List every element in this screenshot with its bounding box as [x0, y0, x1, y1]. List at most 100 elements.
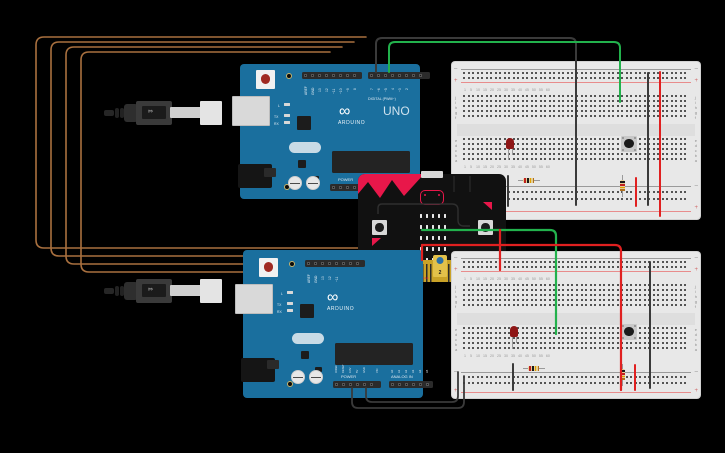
- led-leg-anode: [512, 149, 513, 155]
- resistor-lead-right: [539, 368, 545, 369]
- wire-top-green-signal[interactable]: [388, 41, 621, 103]
- status-led-RX-b: [287, 309, 293, 312]
- resistor-band-4: [620, 378, 625, 380]
- holes-upper-bottom[interactable]: [463, 284, 689, 309]
- resistor-band-3: [534, 366, 537, 371]
- usb-port-top[interactable]: [232, 96, 270, 126]
- led-label-TX: TX: [274, 115, 279, 119]
- resistor-band-3: [620, 186, 625, 189]
- usb-plug-metal: [170, 107, 202, 118]
- atmega328p-mcu: [332, 151, 410, 173]
- wire-d12-link[interactable]: [50, 41, 355, 257]
- usb-cord-bead-2: [120, 286, 124, 296]
- breadboard-bottom[interactable]: – + – + 1 5 10 15 20 25 30 35 40 45 50 5…: [452, 252, 700, 398]
- microbit-corner-mark-left: [372, 238, 381, 246]
- rail-plus-left-bottom-b: +: [454, 388, 458, 394]
- resistor-lead-left: [518, 180, 524, 181]
- rail-minus-left-bottom-b: –: [454, 369, 458, 375]
- resistor-10k-top[interactable]: [620, 175, 626, 197]
- digital-header-top-left[interactable]: [302, 72, 362, 79]
- rail-plus-right-bottom-top: +: [694, 205, 698, 211]
- analog-header-label-bottom: ANALOG IN: [391, 374, 413, 379]
- pushbutton-leg: [622, 149, 624, 151]
- digital-header-top-right[interactable]: [368, 72, 430, 79]
- reset-button-bottom[interactable]: [259, 258, 278, 277]
- resistor-band-2: [532, 366, 534, 371]
- digital-header-bottom-left[interactable]: [305, 260, 365, 267]
- column-numbers-lower-top: 1 5 10 15 20 25 30 35 40 45 50 55 60: [464, 165, 550, 169]
- led-label-L-b: L: [281, 292, 283, 296]
- resistor-band-4: [620, 189, 625, 191]
- led-label-L: L: [278, 104, 280, 108]
- usb-icon: ⇰: [148, 287, 154, 293]
- arduino-uno-bottom[interactable]: AREF GND 13 12 ~11 L TX RX ∞ ARDUINO POW…: [235, 250, 433, 398]
- wire-bottom-power-black-2[interactable]: [365, 371, 459, 403]
- resistor-band-1: [524, 178, 526, 183]
- led-leg-cathode: [508, 149, 509, 160]
- pushbutton-top[interactable]: [621, 136, 637, 152]
- power-header-label-top: POWER: [338, 177, 354, 182]
- pushbutton-leg: [634, 337, 636, 339]
- resistor-band-2: [620, 184, 625, 186]
- small-chip-b: [301, 351, 309, 359]
- rail-line-red-bottom-top: [461, 211, 691, 212]
- microbit-usb-port[interactable]: [421, 171, 443, 178]
- resistor-lead-top: [622, 175, 623, 181]
- reset-button-top[interactable]: [256, 70, 275, 89]
- regulator-b: [267, 360, 279, 369]
- usb-port-bottom[interactable]: [235, 284, 273, 314]
- arduino-infinity-logo-bottom: ∞: [327, 289, 339, 306]
- microbit-button-a[interactable]: [372, 220, 387, 235]
- resistor-10k-bottom[interactable]: [620, 364, 626, 386]
- led-label-TX-b: TX: [277, 303, 282, 307]
- wire-d10-link[interactable]: [80, 51, 331, 273]
- wire-microbit-green[interactable]: [420, 228, 558, 336]
- pushbutton-leg: [622, 137, 624, 139]
- pushbutton-bottom[interactable]: [621, 324, 637, 340]
- power-header-bottom[interactable]: [333, 381, 381, 388]
- rail-minus-right-bottom-b: –: [694, 369, 698, 375]
- rail-holes-top[interactable]: [463, 72, 689, 82]
- usb-plug-window: [142, 284, 166, 297]
- analog-header-bottom[interactable]: [389, 381, 433, 388]
- usb-cord-bead-1: [115, 108, 119, 118]
- rail-line-red-top-b: [461, 271, 691, 272]
- power-header-label-bottom: POWER: [341, 374, 357, 379]
- led-label-RX-b: RX: [277, 310, 282, 314]
- wire-microbit-red[interactable]: [420, 243, 623, 392]
- mount-hole: [289, 261, 295, 267]
- rail-minus-left-top-b: –: [454, 255, 458, 261]
- resistor-lead-bottom: [622, 191, 623, 197]
- microbit-pad-2[interactable]: 2: [433, 255, 447, 277]
- pad-label-2: 2: [438, 270, 442, 276]
- usb-icon: ⇰: [148, 109, 154, 115]
- resistor-220-bottom[interactable]: [523, 366, 545, 371]
- wire-d11-link[interactable]: [65, 46, 343, 265]
- resistor-lead-left: [523, 368, 529, 369]
- rail-holes-bottom-b[interactable]: [463, 376, 689, 388]
- resistor-band-4: [537, 366, 540, 371]
- rail-minus-left-top: –: [454, 66, 458, 72]
- microbit-button-b[interactable]: [478, 220, 493, 235]
- mount-hole: [287, 381, 293, 387]
- rail-plus-right-bottom-b: +: [694, 388, 698, 394]
- status-led-L-b: [287, 291, 293, 294]
- holes-lower-bottom[interactable]: [463, 327, 689, 352]
- rail-holes-top-b[interactable]: [463, 261, 689, 271]
- led-dome: [506, 138, 514, 149]
- led-label-RX: RX: [274, 122, 279, 126]
- center-gutter-bottom: [457, 313, 695, 325]
- resistor-220-top[interactable]: [518, 178, 540, 183]
- electrolytic-cap-2: [306, 176, 320, 190]
- usb-plug-metal: [170, 285, 202, 296]
- wire-bottom-power-black-1[interactable]: [351, 375, 465, 409]
- wire-d13-link[interactable]: [35, 36, 367, 249]
